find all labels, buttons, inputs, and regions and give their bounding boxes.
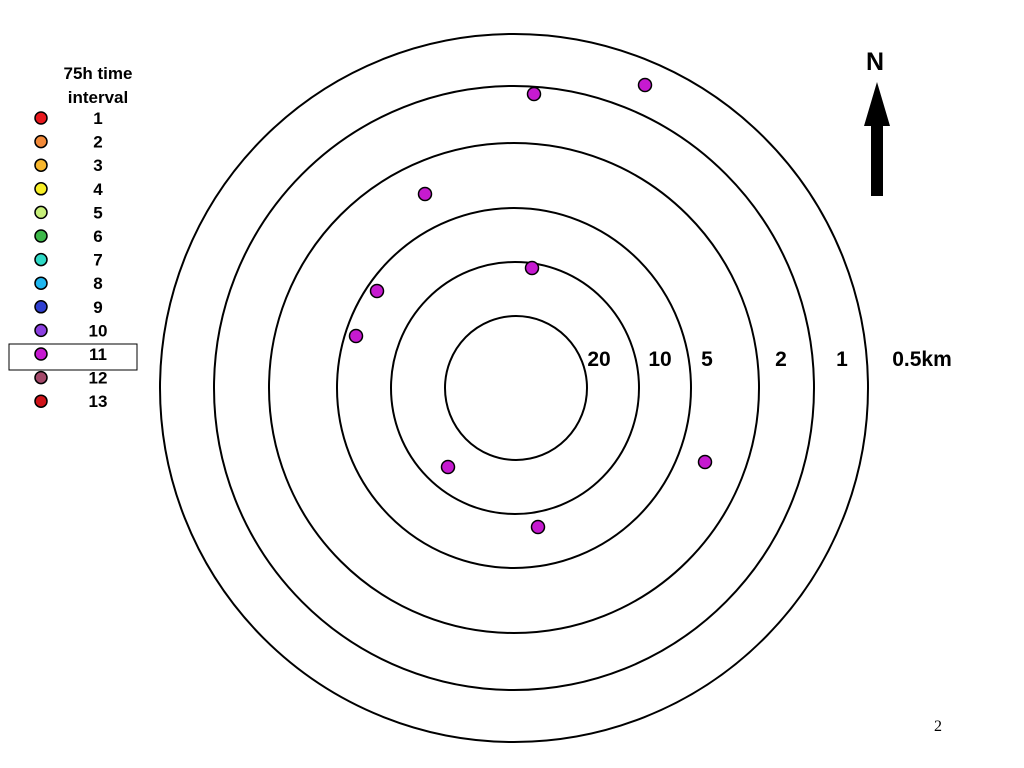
north-arrow: N: [864, 48, 890, 196]
data-point: [440, 459, 456, 475]
legend-swatch-2: [34, 134, 48, 149]
data-point: [417, 186, 433, 202]
legend-label-5: 5: [93, 203, 102, 222]
legend-title-line2: interval: [68, 88, 128, 107]
data-point: [526, 86, 542, 102]
legend-label-4: 4: [93, 180, 103, 199]
data-point: [637, 77, 653, 93]
legend-swatch-10: [34, 323, 48, 338]
legend-label-8: 8: [93, 274, 102, 293]
ring-0.5km: [159, 33, 869, 743]
north-arrow-icon: [864, 82, 890, 126]
ring-1: [213, 85, 815, 691]
ring-5: [336, 207, 692, 569]
legend-swatch-13: [34, 394, 48, 408]
legend-highlight-box: [8, 343, 138, 371]
data-point: [697, 454, 713, 470]
data-point: [524, 260, 540, 276]
legend-title-line1: 75h time: [64, 64, 133, 83]
legend-swatch-8: [34, 276, 48, 290]
legend-swatch-6: [34, 229, 48, 243]
ring-label-2: 2: [775, 348, 787, 371]
ring-label-5: 5: [701, 348, 713, 371]
ring-2: [268, 142, 760, 634]
legend-swatch-3: [34, 158, 48, 172]
ring-20: [444, 315, 588, 461]
legend-label-7: 7: [93, 251, 102, 270]
ring-labels: 20 10 5 2 1 0.5km: [587, 348, 951, 371]
legend-swatch-9: [34, 300, 48, 314]
legend-swatch-11: [34, 347, 48, 361]
ring-label-0.5km: 0.5km: [892, 348, 952, 371]
legend-label-1: 1: [93, 109, 102, 128]
legend-label-10: 10: [89, 321, 108, 340]
legend-swatch-1: [34, 111, 48, 125]
data-point: [369, 283, 385, 299]
legend-swatch-12: [34, 370, 48, 385]
ring-label-1: 1: [836, 348, 848, 371]
ring-label-20: 20: [587, 348, 610, 371]
page-number: 2: [934, 718, 942, 735]
data-point: [348, 328, 364, 344]
legend-label-13: 13: [89, 392, 108, 411]
legend-label-11: 11: [89, 345, 107, 364]
legend-swatch-5: [34, 205, 48, 220]
legend-swatch-7: [34, 252, 48, 267]
ring-10: [390, 261, 640, 515]
legend-label-2: 2: [93, 133, 102, 152]
north-label: N: [866, 48, 884, 76]
legend-swatch-4: [34, 182, 48, 196]
data-points: [348, 77, 713, 535]
distance-rings: [159, 33, 869, 743]
ring-label-10: 10: [648, 348, 671, 371]
north-arrow-shaft: [871, 124, 883, 196]
legend-label-3: 3: [93, 156, 102, 175]
data-point: [530, 519, 546, 535]
legend-label-12: 12: [89, 369, 108, 388]
legend-label-6: 6: [93, 227, 102, 246]
legend-label-9: 9: [93, 298, 102, 317]
